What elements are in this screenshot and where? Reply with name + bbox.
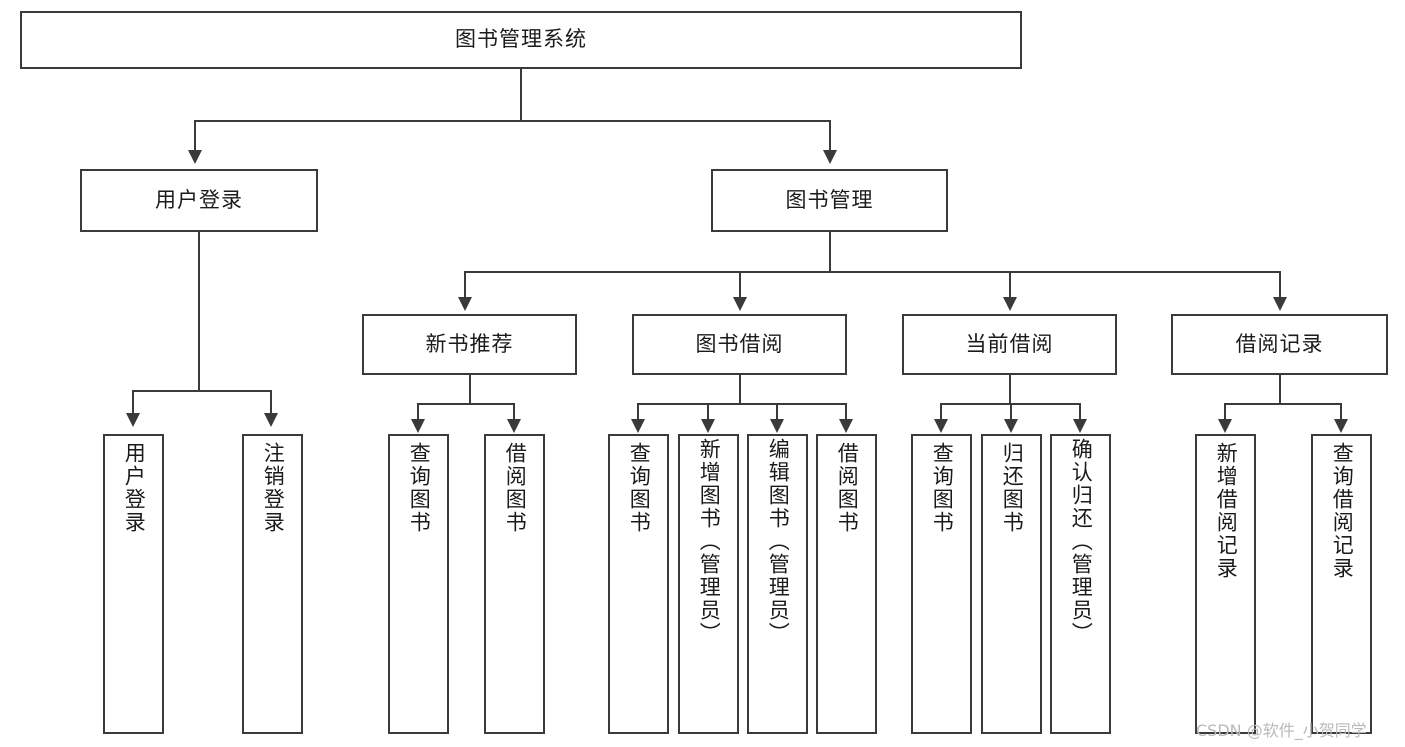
connector-user-login-stem: [198, 232, 200, 390]
node-label: 新增借阅记录: [1214, 442, 1239, 580]
node-label: 图书借阅: [695, 331, 784, 356]
leaf-logout[interactable]: 注销登录: [242, 434, 303, 734]
arrowhead-leaf-borrow-book-a: [507, 419, 521, 433]
leaf-query-book-current[interactable]: 查询图书: [911, 434, 972, 734]
arrowhead-leaf-return-book: [1004, 419, 1018, 433]
arrowhead-borrow-records: [1273, 297, 1287, 311]
leaf-add-borrow-record[interactable]: 新增借阅记录: [1195, 434, 1256, 734]
connector-borrow-records-bus: [1224, 403, 1341, 405]
connector-user-login-drop-1: [132, 390, 134, 413]
node-book-management[interactable]: 图书管理: [711, 169, 948, 232]
arrowhead-leaf-query-book-b: [631, 419, 645, 433]
arrowhead-leaf-query-book-a: [411, 419, 425, 433]
leaf-add-book-admin[interactable]: 新增图书（管理员）: [678, 434, 739, 734]
connector-to-borrow-records: [1279, 271, 1281, 297]
node-label: 用户登录: [155, 187, 243, 212]
connector-root-stem: [520, 69, 522, 120]
connector-current-borrow-bus: [940, 403, 1079, 405]
node-label: 查询图书: [930, 442, 955, 534]
arrowhead-leaf-query-record: [1334, 419, 1348, 433]
node-label: 编辑图书（管理员）: [766, 438, 791, 645]
connector-to-current-borrow: [1009, 271, 1011, 297]
connector-current-borrow-drop-3: [1079, 403, 1081, 419]
node-label: 查询图书: [407, 442, 432, 534]
node-label: 确认归还（管理员）: [1069, 438, 1094, 645]
arrowhead-leaf-user-login: [126, 413, 140, 427]
node-label: 用户登录: [122, 442, 147, 534]
arrowhead-leaf-confirm-return: [1073, 419, 1087, 433]
leaf-confirm-return-admin[interactable]: 确认归还（管理员）: [1050, 434, 1111, 734]
arrowhead-book-borrow: [733, 297, 747, 311]
leaf-query-book-borrow[interactable]: 查询图书: [608, 434, 669, 734]
arrowhead-book-manage: [823, 150, 837, 164]
leaf-query-borrow-record[interactable]: 查询借阅记录: [1311, 434, 1372, 734]
connector-book-borrow-drop-4: [845, 403, 847, 419]
leaf-user-login[interactable]: 用户登录: [103, 434, 164, 734]
arrowhead-leaf-add-book: [701, 419, 715, 433]
connector-book-manage-bus: [464, 271, 1280, 273]
arrowhead-leaf-logout: [264, 413, 278, 427]
node-label: 新书推荐: [425, 331, 514, 356]
connector-new-book-stem: [469, 375, 471, 403]
connector-new-book-bus: [417, 403, 514, 405]
node-current-borrow[interactable]: 当前借阅: [902, 314, 1117, 375]
connector-borrow-records-drop-1: [1224, 403, 1226, 419]
connector-current-borrow-drop-2: [1010, 403, 1012, 419]
connector-new-book-drop-1: [417, 403, 419, 419]
node-borrow-records[interactable]: 借阅记录: [1171, 314, 1388, 375]
arrowhead-new-book-recommend: [458, 297, 472, 311]
node-label: 图书管理系统: [455, 27, 587, 52]
connector-book-manage-stem: [829, 232, 831, 271]
node-label: 当前借阅: [965, 331, 1054, 356]
node-new-book-recommend[interactable]: 新书推荐: [362, 314, 577, 375]
node-label: 图书管理: [785, 187, 874, 212]
leaf-borrow-book-new-recommend[interactable]: 借阅图书: [484, 434, 545, 734]
connector-borrow-records-stem: [1279, 375, 1281, 403]
node-label: 归还图书: [1000, 442, 1025, 534]
connector-book-borrow-drop-3: [776, 403, 778, 419]
node-book-borrow[interactable]: 图书借阅: [632, 314, 847, 375]
leaf-return-book[interactable]: 归还图书: [981, 434, 1042, 734]
connector-new-book-drop-2: [513, 403, 515, 419]
node-label: 查询借阅记录: [1330, 442, 1355, 580]
csdn-watermark: CSDN @软件_小贺同学: [1196, 721, 1367, 740]
connector-book-borrow-drop-1: [637, 403, 639, 419]
node-label: 借阅记录: [1235, 331, 1324, 356]
connector-root-bus: [194, 120, 831, 122]
arrowhead-leaf-edit-book: [770, 419, 784, 433]
arrowhead-user-login: [188, 150, 202, 164]
leaf-query-book-new-recommend[interactable]: 查询图书: [388, 434, 449, 734]
node-label: 查询图书: [627, 442, 652, 534]
node-label: 借阅图书: [835, 442, 860, 534]
connector-to-new-book: [464, 271, 466, 297]
leaf-edit-book-admin[interactable]: 编辑图书（管理员）: [747, 434, 808, 734]
arrowhead-leaf-query-book-c: [934, 419, 948, 433]
connector-root-to-user-login: [194, 120, 196, 150]
node-label: 借阅图书: [503, 442, 528, 534]
node-root-system[interactable]: 图书管理系统: [20, 11, 1022, 69]
connector-book-borrow-bus: [637, 403, 845, 405]
node-label: 新增图书（管理员）: [697, 438, 722, 645]
connector-to-book-borrow: [739, 271, 741, 297]
node-user-login[interactable]: 用户登录: [80, 169, 318, 232]
arrowhead-current-borrow: [1003, 297, 1017, 311]
connector-root-to-book-manage: [829, 120, 831, 150]
leaf-borrow-book-borrow[interactable]: 借阅图书: [816, 434, 877, 734]
connector-book-borrow-drop-2: [707, 403, 709, 419]
connector-borrow-records-drop-2: [1340, 403, 1342, 419]
connector-current-borrow-stem: [1009, 375, 1011, 403]
connector-book-borrow-stem: [739, 375, 741, 403]
connector-user-login-drop-2: [270, 390, 272, 413]
node-label: 注销登录: [261, 442, 286, 534]
arrowhead-leaf-add-record: [1218, 419, 1232, 433]
connector-current-borrow-drop-1: [940, 403, 942, 419]
connector-user-login-bus: [132, 390, 270, 392]
arrowhead-leaf-borrow-book-b: [839, 419, 853, 433]
